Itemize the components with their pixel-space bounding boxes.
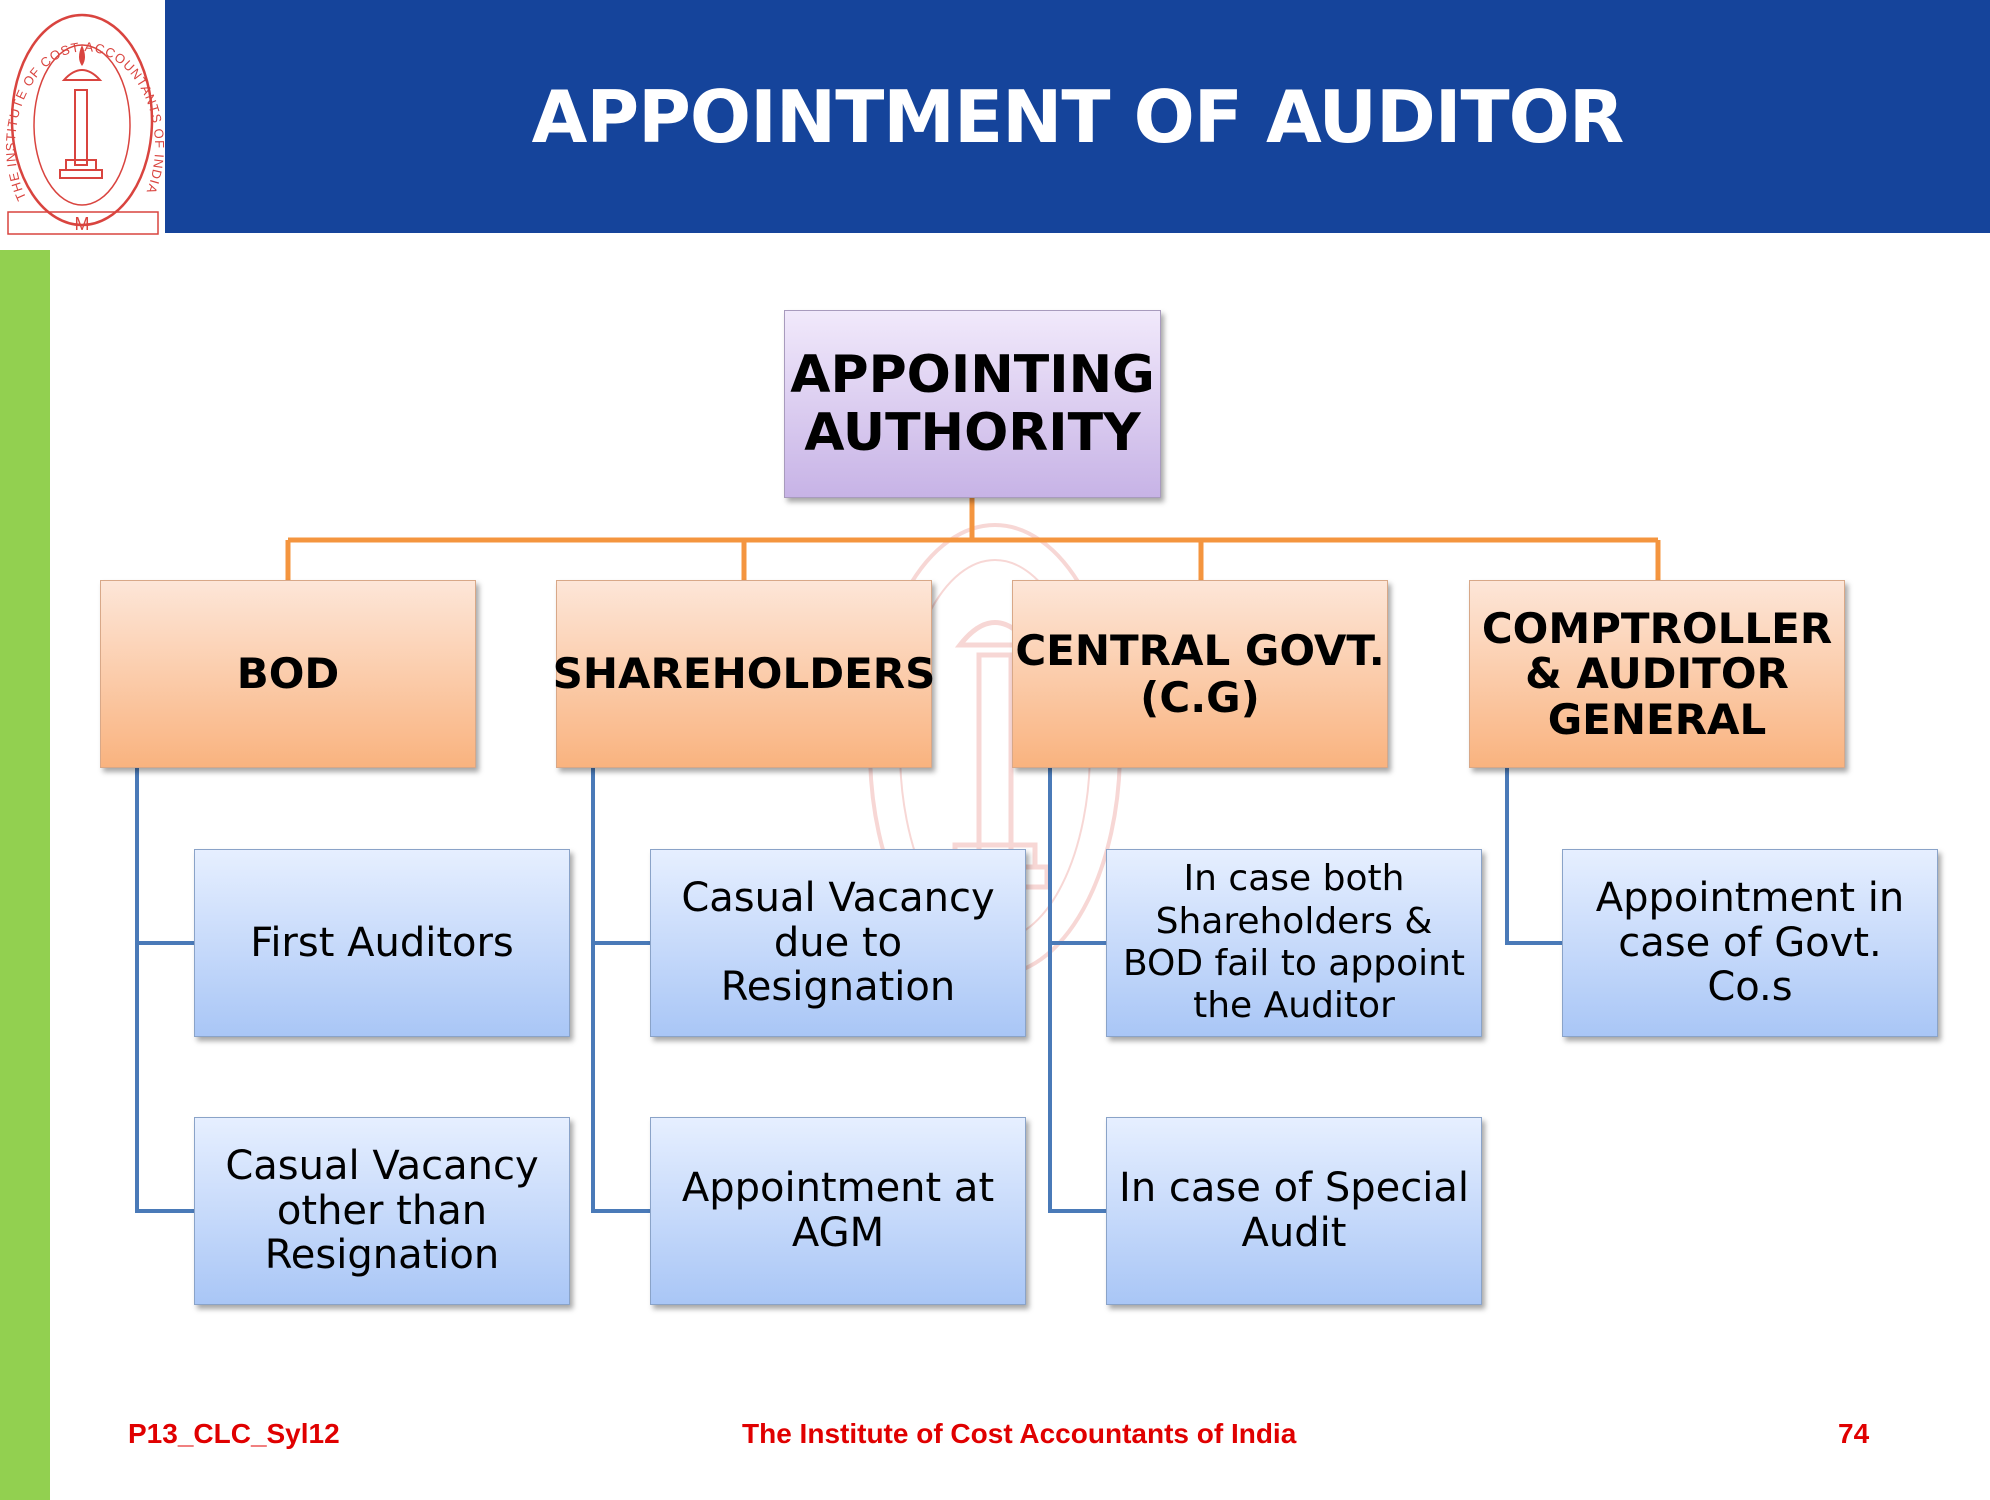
- footer-institute: The Institute of Cost Accountants of Ind…: [742, 1418, 1297, 1449]
- leaf-first-auditors: First Auditors: [194, 849, 570, 1037]
- category-shareholders: SHAREHOLDERS: [553, 580, 935, 768]
- institute-seal-icon: THE INSTITUTE OF COST ACCOUNTANTS OF IND…: [3, 13, 166, 235]
- leaf-both-fail-to-appoint: In case both Shareholders & BOD fail to …: [1106, 849, 1482, 1037]
- page-title: APPOINTMENT OF AUDITOR: [531, 74, 1625, 159]
- title-bar: APPOINTMENT OF AUDITOR: [165, 0, 1990, 233]
- leaf-special-audit: In case of Special Audit: [1106, 1117, 1482, 1305]
- category-comptroller-auditor-general: COMPTROLLER & AUDITOR GENERAL: [1469, 580, 1845, 768]
- leaf-casual-vacancy-resignation: Casual Vacancy due to Resignation: [650, 849, 1026, 1037]
- logo: THE INSTITUTE OF COST ACCOUNTANTS OF IND…: [0, 0, 166, 250]
- footer-page-number: 74: [1838, 1418, 1870, 1449]
- leaf-casual-vacancy-other: Casual Vacancy other than Resignation: [194, 1117, 570, 1305]
- leaf-appointment-agm: Appointment at AGM: [650, 1117, 1026, 1305]
- svg-text:M: M: [75, 214, 90, 234]
- category-bod: BOD: [100, 580, 476, 768]
- root-appointing-authority: APPOINTING AUTHORITY: [784, 310, 1161, 498]
- category-central-govt: CENTRAL GOVT.(C.G): [1012, 580, 1388, 768]
- footer-code: P13_CLC_Syl12: [128, 1418, 340, 1449]
- sidebar-accent: [0, 250, 50, 1500]
- leaf-govt-companies: Appointment in case of Govt. Co.s: [1562, 849, 1938, 1037]
